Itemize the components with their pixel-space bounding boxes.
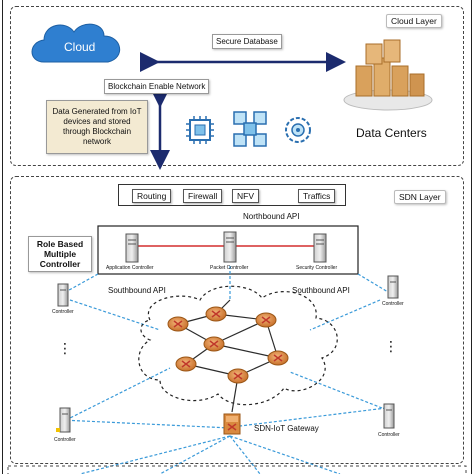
secure-database-label: Secure Database bbox=[212, 34, 282, 49]
router-icons bbox=[167, 306, 289, 384]
role-based-controller-label: Role Based Multiple Controller bbox=[28, 236, 92, 272]
cloud-icon bbox=[31, 23, 120, 63]
left-bottom-controller-icon bbox=[56, 407, 71, 433]
application-controller-label: Application Controller bbox=[106, 265, 154, 271]
right-bottom-controller-icon bbox=[383, 403, 395, 429]
southbound-api-right-label: Southbound API bbox=[292, 286, 350, 295]
left-top-controller-icon bbox=[57, 283, 69, 307]
blockchain-cubes-icon bbox=[233, 111, 267, 147]
right-ellipsis: ⋮ bbox=[384, 338, 398, 354]
sdn-iot-gateway-label: SDN-IoT Gateway bbox=[254, 424, 319, 433]
blockchain-network-label: Blockchain Enable Network bbox=[104, 79, 210, 94]
service-traffics[interactable]: Traffics bbox=[298, 189, 336, 203]
sdn-layer-title: SDN Layer bbox=[394, 190, 446, 204]
cloud-layer-title: Cloud Layer bbox=[386, 14, 442, 28]
chip-icon bbox=[186, 116, 214, 144]
service-routing[interactable]: Routing bbox=[132, 189, 172, 203]
iot-network-cloud bbox=[138, 285, 338, 406]
sdn-iot-gateway-icon bbox=[223, 413, 241, 435]
left-bottom-controller-label: Controller bbox=[54, 437, 76, 443]
network-gear-icon bbox=[285, 117, 311, 143]
security-controller-server-icon bbox=[313, 233, 327, 263]
right-top-controller-label: Controller bbox=[382, 301, 404, 307]
blockchain-note: Data Generated from IoT devices and stor… bbox=[46, 100, 148, 154]
cloud-label: Cloud bbox=[64, 40, 96, 54]
data-centers-icon bbox=[343, 39, 433, 111]
southbound-api-left-label: Southbound API bbox=[108, 286, 166, 295]
southbound-links bbox=[61, 266, 389, 474]
service-firewall[interactable]: Firewall bbox=[183, 189, 223, 203]
service-nfv[interactable]: NFV bbox=[232, 189, 259, 203]
data-centers-label: Data Centers bbox=[356, 126, 427, 140]
northbound-api-label: Northbound API bbox=[243, 212, 300, 221]
packet-controller-server-icon bbox=[223, 231, 237, 263]
right-bottom-controller-label: Controller bbox=[378, 432, 400, 438]
packet-controller-label: Packet Controller bbox=[210, 265, 249, 271]
left-top-controller-label: Controller bbox=[52, 309, 74, 315]
left-ellipsis: ⋮ bbox=[58, 340, 72, 356]
security-controller-label: Security Controller bbox=[296, 265, 338, 271]
application-controller-server-icon bbox=[125, 233, 139, 263]
right-top-controller-icon bbox=[387, 275, 399, 299]
